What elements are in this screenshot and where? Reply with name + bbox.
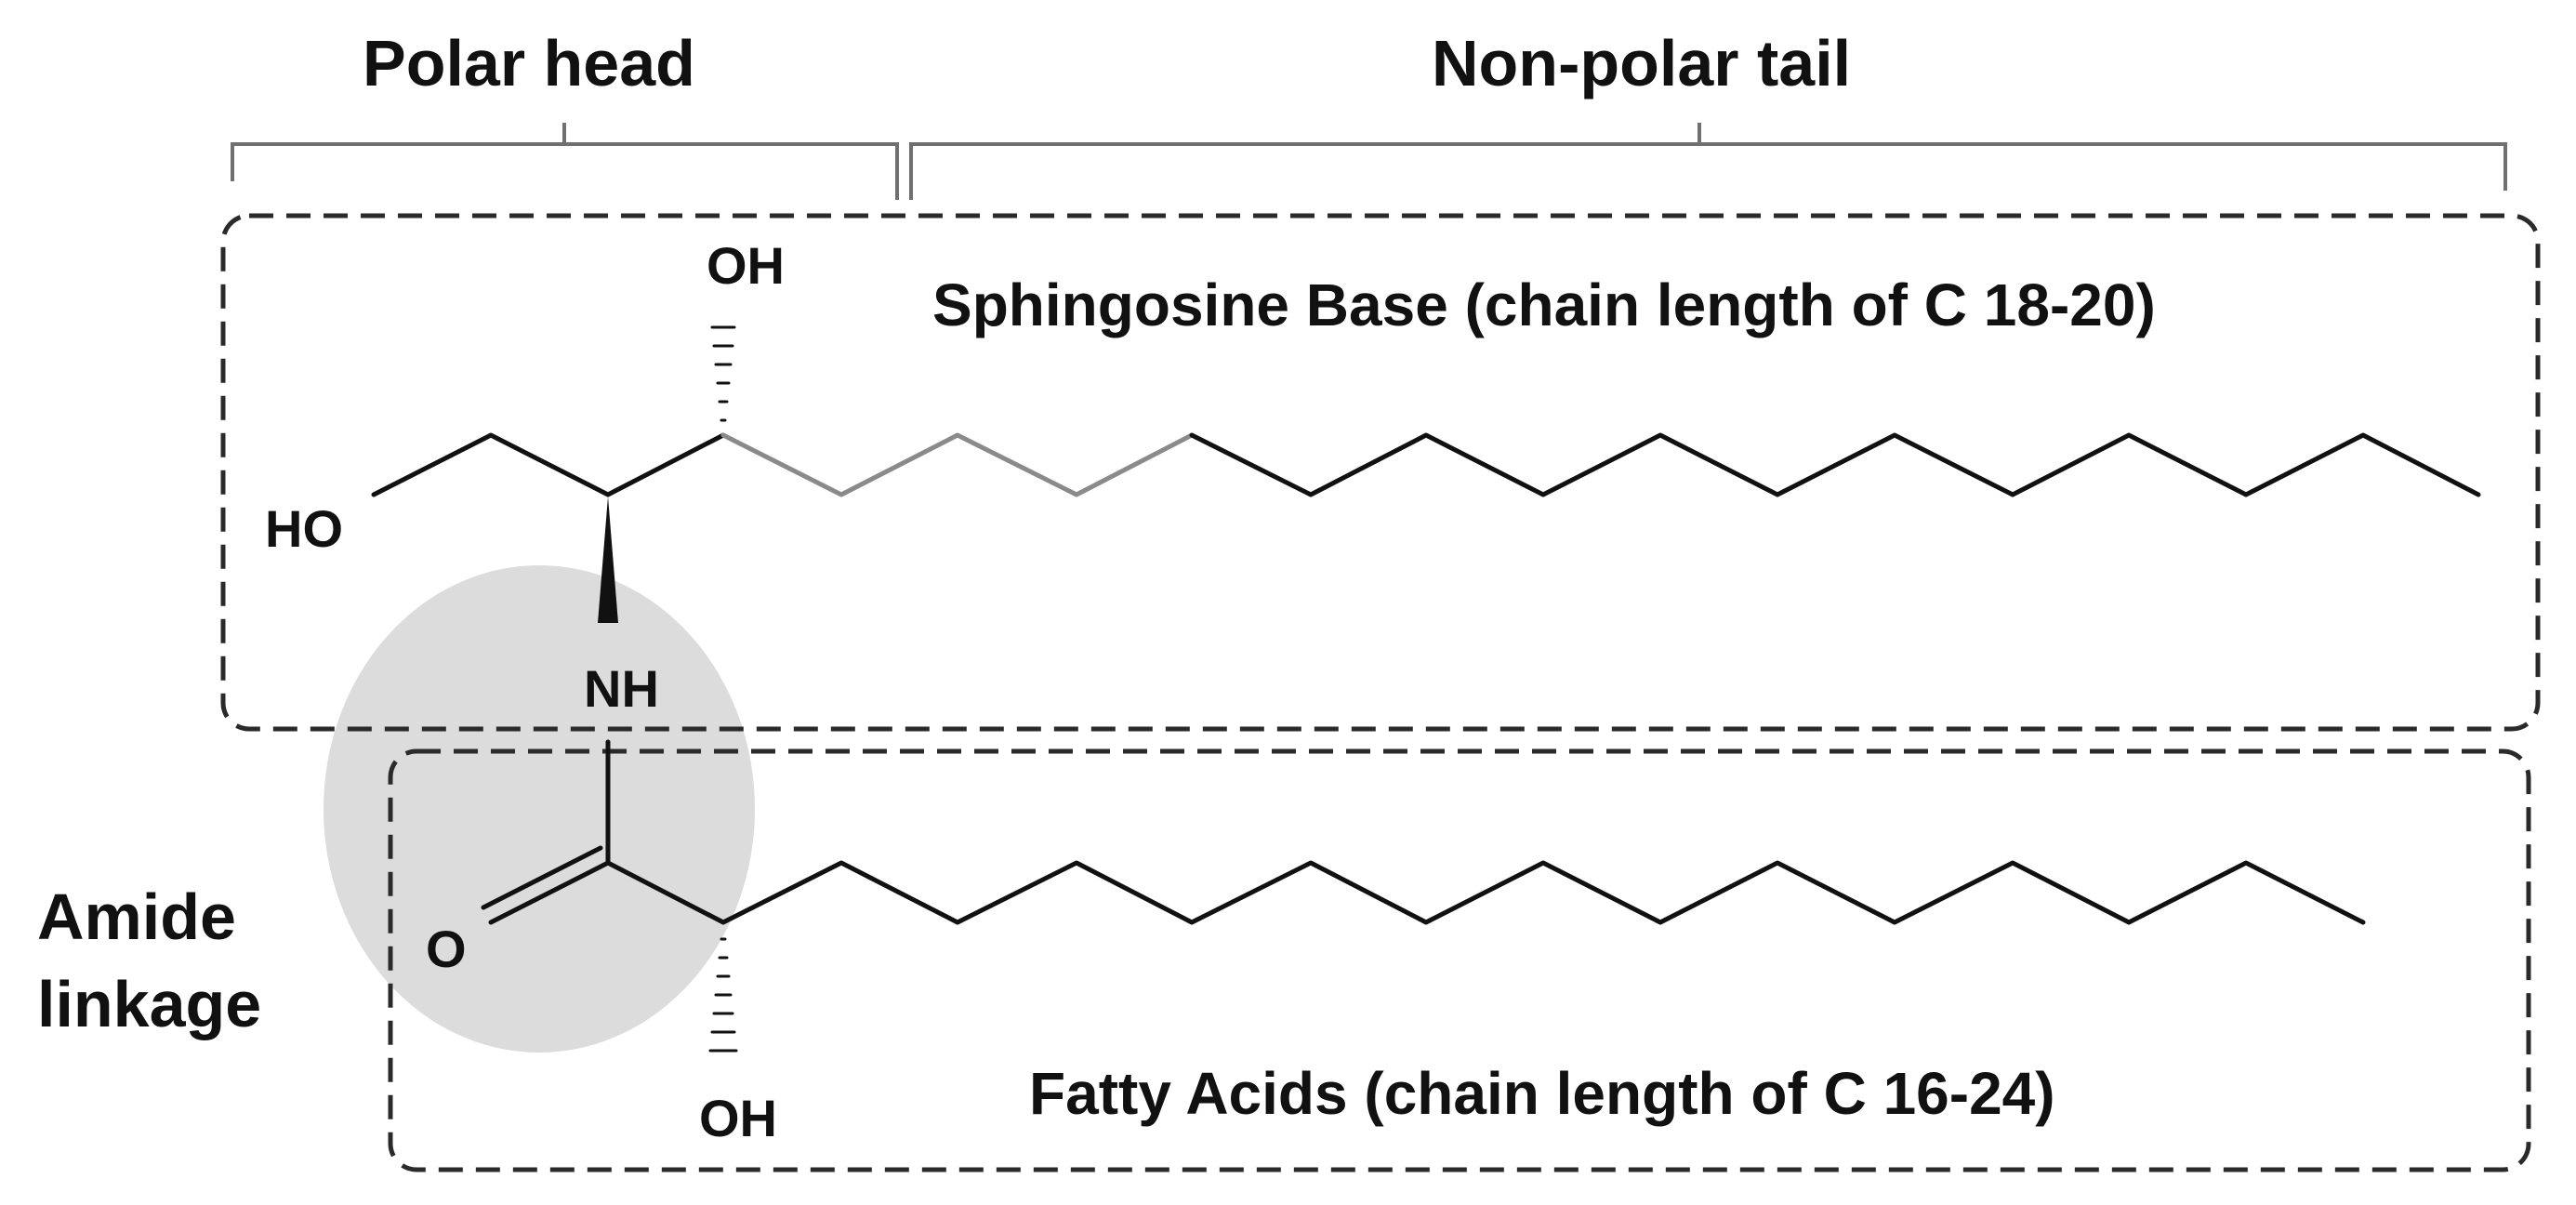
amide-label-line-2: linkage (37, 968, 261, 1040)
sphingosine-base-title: Sphingosine Base (chain length of C 18-2… (932, 271, 2156, 338)
fatty-acid-box (388, 748, 2531, 1172)
sphingosine-ho-label: HO (265, 499, 343, 558)
fatty-acid-title: Fatty Acids (chain length of C 16-24) (1029, 1060, 2055, 1127)
amide-linkage-label: Amide linkage (37, 881, 261, 1040)
fatty-acid-oh-hashed-wedge (708, 937, 738, 1053)
non-polar-tail-bracket (909, 123, 2507, 200)
fatty-acid-chain (605, 860, 2366, 925)
nh-label: NH (584, 659, 659, 718)
polar-head-bracket (231, 123, 899, 200)
nh-solid-wedge (598, 497, 618, 623)
fatty-acid-oh-label: OH (699, 1089, 777, 1147)
sphingosine-oh-hashed-wedge (710, 325, 736, 422)
amide-highlight-circle (324, 565, 755, 1053)
polar-head-label: Polar head (363, 27, 695, 99)
non-polar-tail-label: Non-polar tail (1432, 27, 1851, 99)
carbonyl-o-label: O (426, 920, 467, 978)
carbonyl-double-bond (481, 845, 611, 925)
sphingosine-base-box (220, 213, 2541, 732)
amide-label-line-1: Amide (37, 881, 236, 953)
sphingosine-oh-label: OH (707, 236, 785, 295)
sphingosine-chain (371, 432, 2481, 497)
